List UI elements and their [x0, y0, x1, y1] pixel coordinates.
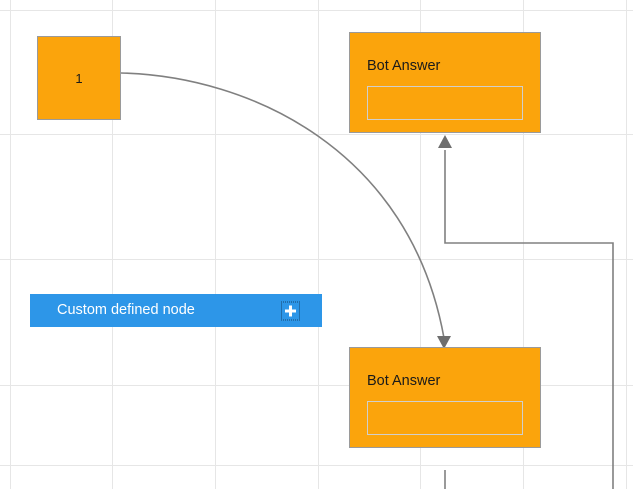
node-bot-answer-bottom[interactable]: Bot Answer: [349, 347, 541, 448]
node-square-1[interactable]: 1: [37, 36, 121, 120]
grid-line-vertical: [112, 0, 113, 489]
node-custom-defined-label: Custom defined node: [57, 302, 195, 319]
grid-line-vertical: [10, 0, 11, 489]
node-bot-answer-top[interactable]: Bot Answer: [349, 32, 541, 133]
grid-line-horizontal: [0, 465, 633, 466]
grid-line-horizontal: [0, 10, 633, 11]
node-bot-answer-bottom-slot[interactable]: [367, 401, 523, 435]
node-square-1-label: 1: [75, 70, 83, 86]
node-bot-answer-top-slot[interactable]: [367, 86, 523, 120]
grid-line-horizontal: [0, 259, 633, 260]
node-custom-defined[interactable]: Custom defined node: [30, 294, 322, 327]
plus-icon[interactable]: [281, 301, 300, 320]
node-bot-answer-bottom-title: Bot Answer: [367, 373, 441, 389]
grid-line-horizontal: [0, 385, 633, 386]
grid-line-vertical: [626, 0, 627, 489]
grid-line-vertical: [318, 0, 319, 489]
grid-line-vertical: [215, 0, 216, 489]
grid-line-horizontal: [0, 134, 633, 135]
node-bot-answer-top-title: Bot Answer: [367, 58, 441, 74]
